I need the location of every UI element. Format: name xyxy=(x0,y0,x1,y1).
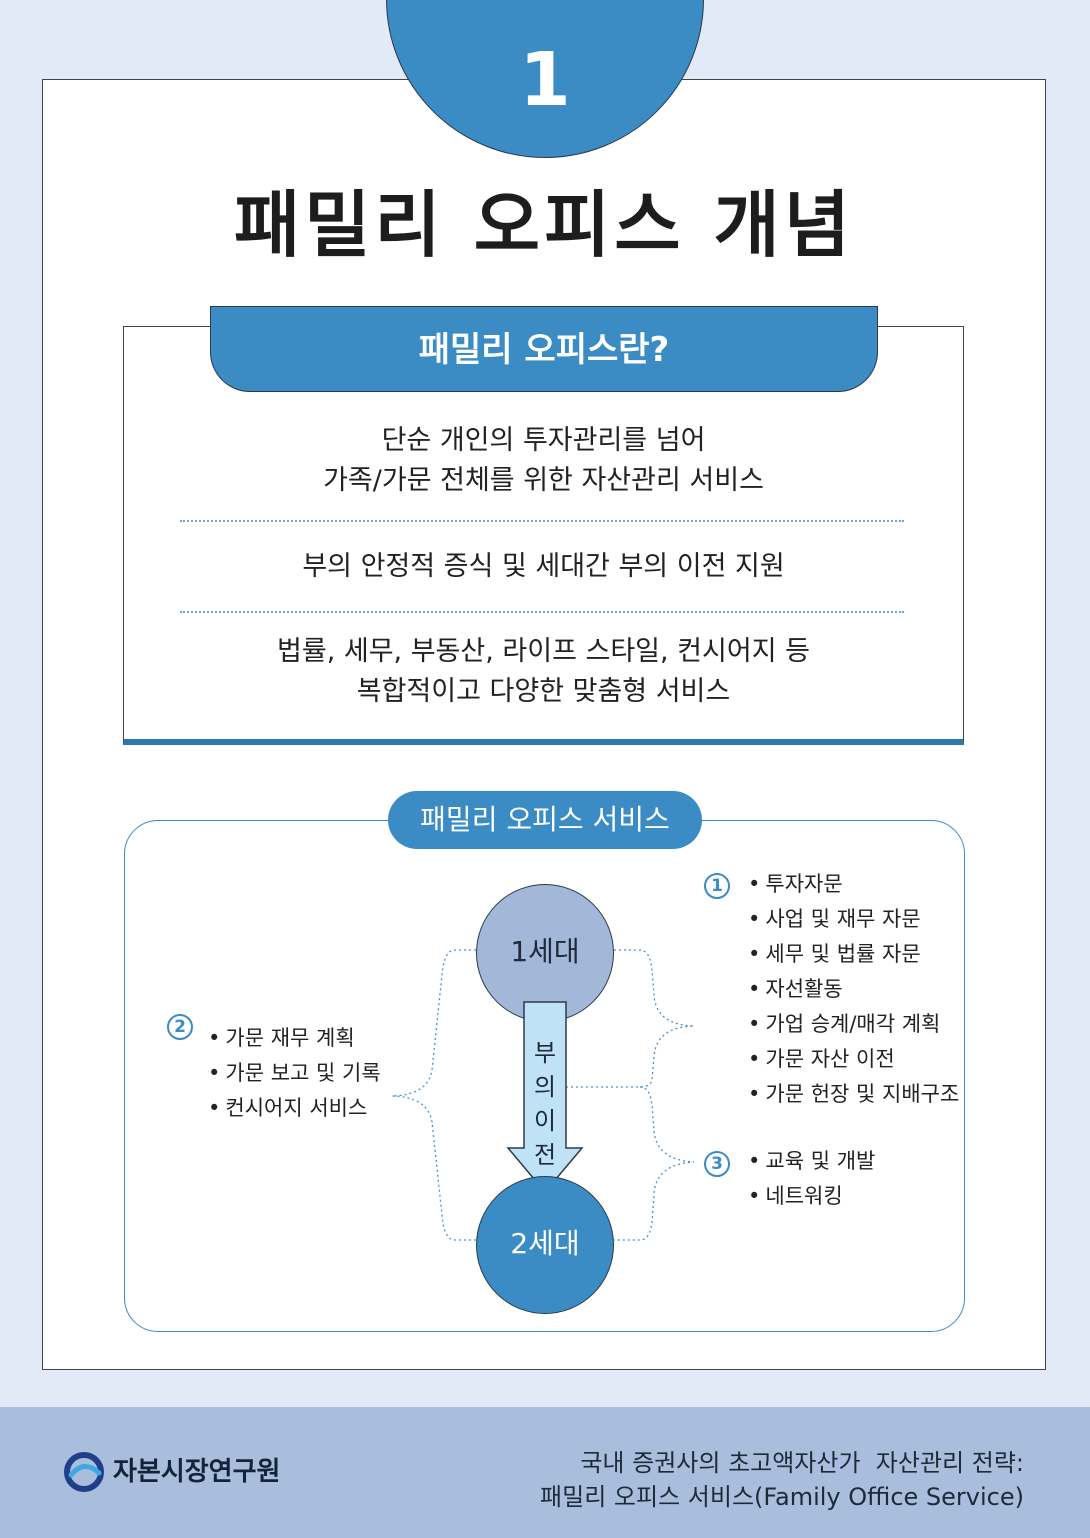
list-item: 가문 자산 이전 xyxy=(748,1042,959,1077)
wealth-transfer-arrow xyxy=(506,1001,584,1194)
list-item: 교육 및 개발 xyxy=(748,1144,875,1179)
list-item: 세무 및 법률 자문 xyxy=(748,937,959,972)
services-heading: 패밀리 오피스 서비스 xyxy=(388,791,702,849)
footer xyxy=(0,1407,1090,1538)
list-item: 가문 헌장 및 지배구조 xyxy=(748,1077,959,1112)
list-item: 컨시어지 서비스 xyxy=(208,1091,381,1126)
list-item: 가업 승계/매각 계획 xyxy=(748,1007,959,1042)
group-3-list: 교육 및 개발 네트워킹 xyxy=(748,1144,875,1214)
arrow-label-char: 의 xyxy=(533,1073,557,1101)
arrow-label-char: 이 xyxy=(533,1107,557,1135)
definition-item-2: 부의 안정적 증식 및 세대간 부의 이전 지원 xyxy=(302,551,785,582)
arrow-label-char: 부 xyxy=(533,1039,557,1067)
generation-2-circle: 2세대 xyxy=(476,1176,614,1314)
group-2-list: 가문 재무 계획 가문 보고 및 기록 컨시어지 서비스 xyxy=(208,1021,381,1126)
report-title: 국내 증권사의 초고액자산가 자산관리 전략: 패밀리 오피스 서비스(Fami… xyxy=(540,1446,1024,1514)
list-item: 네트워킹 xyxy=(748,1179,875,1214)
list-item: 자선활동 xyxy=(748,972,959,1007)
definition-item-1-line-2: 가족/가문 전체를 위한 자산관리 서비스 xyxy=(323,465,764,496)
definition-item-3-line-2: 복합적이고 다양한 맞춤형 서비스 xyxy=(356,676,731,707)
left-brace xyxy=(391,949,476,1241)
report-title-line-1: 국내 증권사의 초고액자산가 자산관리 전략: xyxy=(580,1449,1024,1477)
group-1-list: 투자자문 사업 및 재무 자문 세무 및 법률 자문 자선활동 가업 승계/매각… xyxy=(748,867,959,1112)
generation-1-circle: 1세대 xyxy=(476,884,614,1022)
group-1-badge: 1 xyxy=(704,873,730,899)
section-number: 1 xyxy=(519,37,571,123)
definition-box xyxy=(123,326,964,745)
divider xyxy=(180,611,904,613)
definition-heading: 패밀리 오피스란? xyxy=(210,306,878,392)
group-2-badge: 2 xyxy=(167,1014,193,1040)
group-3-badge: 3 xyxy=(704,1151,730,1177)
divider xyxy=(180,520,904,522)
list-item: 사업 및 재무 자문 xyxy=(748,902,959,937)
right-lower-brace xyxy=(614,1086,695,1241)
arrow-label-char: 전 xyxy=(533,1141,557,1169)
report-title-line-2: 패밀리 오피스 서비스(Family Office Service) xyxy=(540,1483,1024,1511)
list-item: 투자자문 xyxy=(748,867,959,902)
list-item: 가문 재무 계획 xyxy=(208,1021,381,1056)
org-name: 자본시장연구원 xyxy=(113,1457,281,1487)
right-upper-brace xyxy=(566,949,695,1088)
org-logo-icon xyxy=(64,1452,104,1492)
list-item: 가문 보고 및 기록 xyxy=(208,1056,380,1091)
definition-item-3-line-1: 법률, 세무, 부동산, 라이프 스타일, 컨시어지 등 xyxy=(277,636,810,667)
definition-item-1-line-1: 단순 개인의 투자관리를 넘어 xyxy=(381,425,706,456)
page-title: 패밀리 오피스 개념 xyxy=(233,183,855,267)
wealth-transfer-label: 부 의 이 전 xyxy=(525,1036,565,1172)
